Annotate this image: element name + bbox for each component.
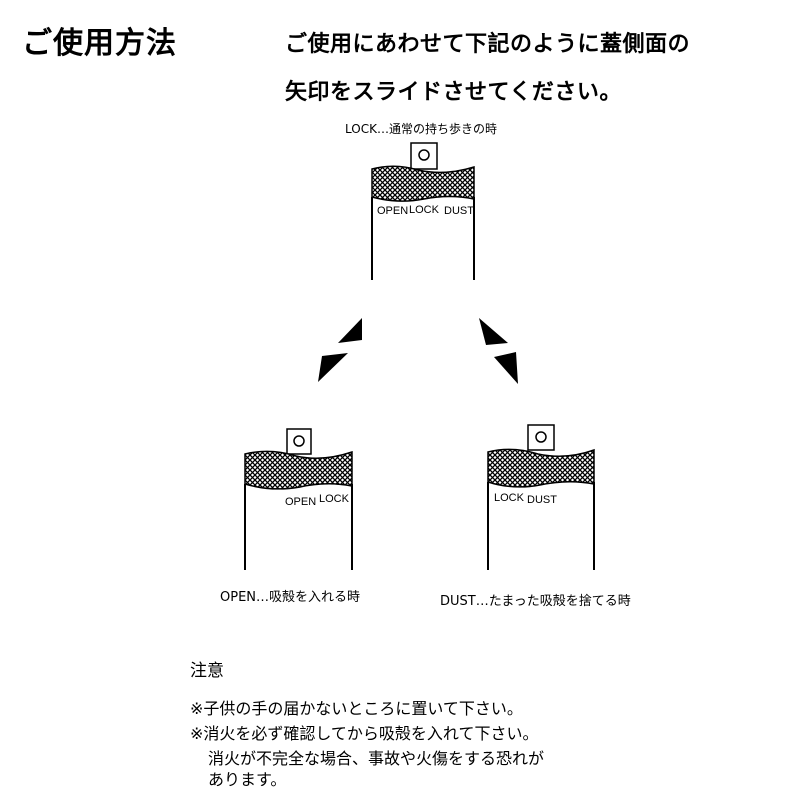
open-caption: OPEN…吸殻を入れる時: [220, 590, 361, 605]
dust-pos-label: DUST: [527, 494, 557, 506]
note-item: 消火が不完全な場合、事故や火傷をする恐れが: [208, 749, 545, 768]
dust-pos-label: LOCK: [494, 492, 525, 504]
notes-title: 注意: [190, 661, 224, 681]
mesh-lid: [244, 450, 353, 490]
note-item: ※消火を必ず確認してから吸殻を入れて下さい。: [190, 724, 539, 743]
tab-hole-icon: [410, 142, 438, 170]
mesh-lid: [487, 448, 595, 488]
tab-hole-icon: [527, 424, 555, 451]
page-title: ご使用方法: [22, 26, 177, 61]
lock-pos-label: LOCK: [409, 204, 440, 216]
instruction-line-2: 矢印をスライドさせてください。: [285, 79, 622, 105]
lock-pos-label: OPEN: [377, 205, 408, 217]
open-pos-label: LOCK: [319, 493, 350, 505]
open-pos-label: OPEN: [285, 496, 316, 508]
lock-pos-label: DUST: [444, 205, 474, 217]
lock-caption: LOCK…通常の持ち歩きの時: [345, 122, 497, 136]
dust-pouch: LOCK DUST: [487, 424, 595, 570]
note-item: あります。: [208, 770, 287, 789]
instruction-line-1: ご使用にあわせて下記のように蓋側面の: [285, 31, 691, 57]
triangle-arrow-icon: [494, 352, 518, 384]
tab-hole-icon: [286, 428, 312, 455]
lock-pouch: OPEN LOCK DUST: [371, 142, 475, 280]
note-item: ※子供の手の届かないところに置いて下さい。: [190, 699, 523, 718]
triangle-arrow-icon: [479, 318, 508, 345]
open-pouch: OPEN LOCK: [244, 428, 353, 570]
triangle-arrow-icon: [318, 353, 348, 382]
triangle-arrow-icon: [338, 318, 362, 343]
mesh-lid: [371, 165, 475, 202]
dust-caption: DUST…たまった吸殻を捨てる時: [440, 594, 631, 609]
